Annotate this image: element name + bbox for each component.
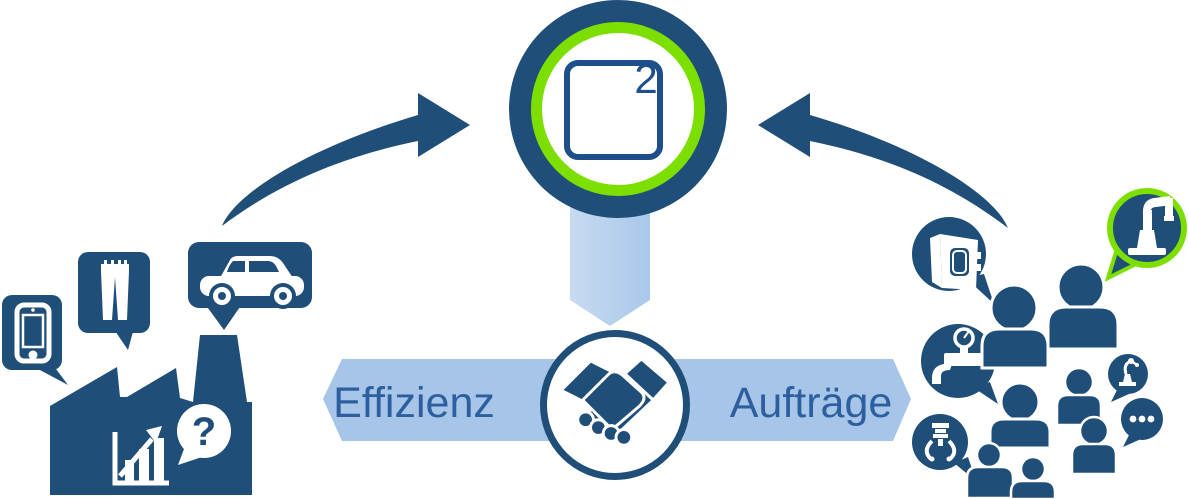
logo-superscript: 2 [634,55,658,102]
gripper-icon [924,423,957,462]
small-robot-icon [1119,358,1139,386]
robot-arm-icon [1128,196,1174,255]
jeans-icon [101,260,129,320]
person-icon [980,283,1050,370]
smartphone-icon [14,302,52,364]
smartphone-bubble [2,295,68,385]
person-icon [1046,262,1120,351]
gripper-bubble [912,414,976,481]
cnc-machine-bubble [912,217,994,304]
handshake-icon [559,357,671,447]
down-arrow-icon [570,205,650,326]
ellipsis-dots-bubble [1121,398,1163,447]
person-icon [988,381,1052,450]
orders-label: Aufträge [729,379,893,427]
small-robot-bubble [1108,354,1148,402]
cnc-machine-icon [930,234,981,290]
question-bubble: ? [177,404,231,465]
person-icon [965,441,1015,498]
robot-arm-bubble-highlighted [1104,188,1187,282]
efficiency-label: Effizienz [333,379,495,427]
curved-arrow-right-icon [758,93,1008,228]
ellipsis-dots-icon [1129,415,1155,423]
jeans-bubble [78,252,150,350]
handshake-circle [540,330,690,480]
growth-chart-icon [112,426,169,486]
car-icon [200,256,304,309]
person-icon [1070,415,1118,476]
curved-arrow-left-icon [222,93,470,226]
faucet-bubble [921,324,998,404]
question-mark: ? [192,410,216,454]
person-icon [1009,455,1057,499]
square-squared-logo [564,60,663,160]
car-bubble [188,242,312,330]
